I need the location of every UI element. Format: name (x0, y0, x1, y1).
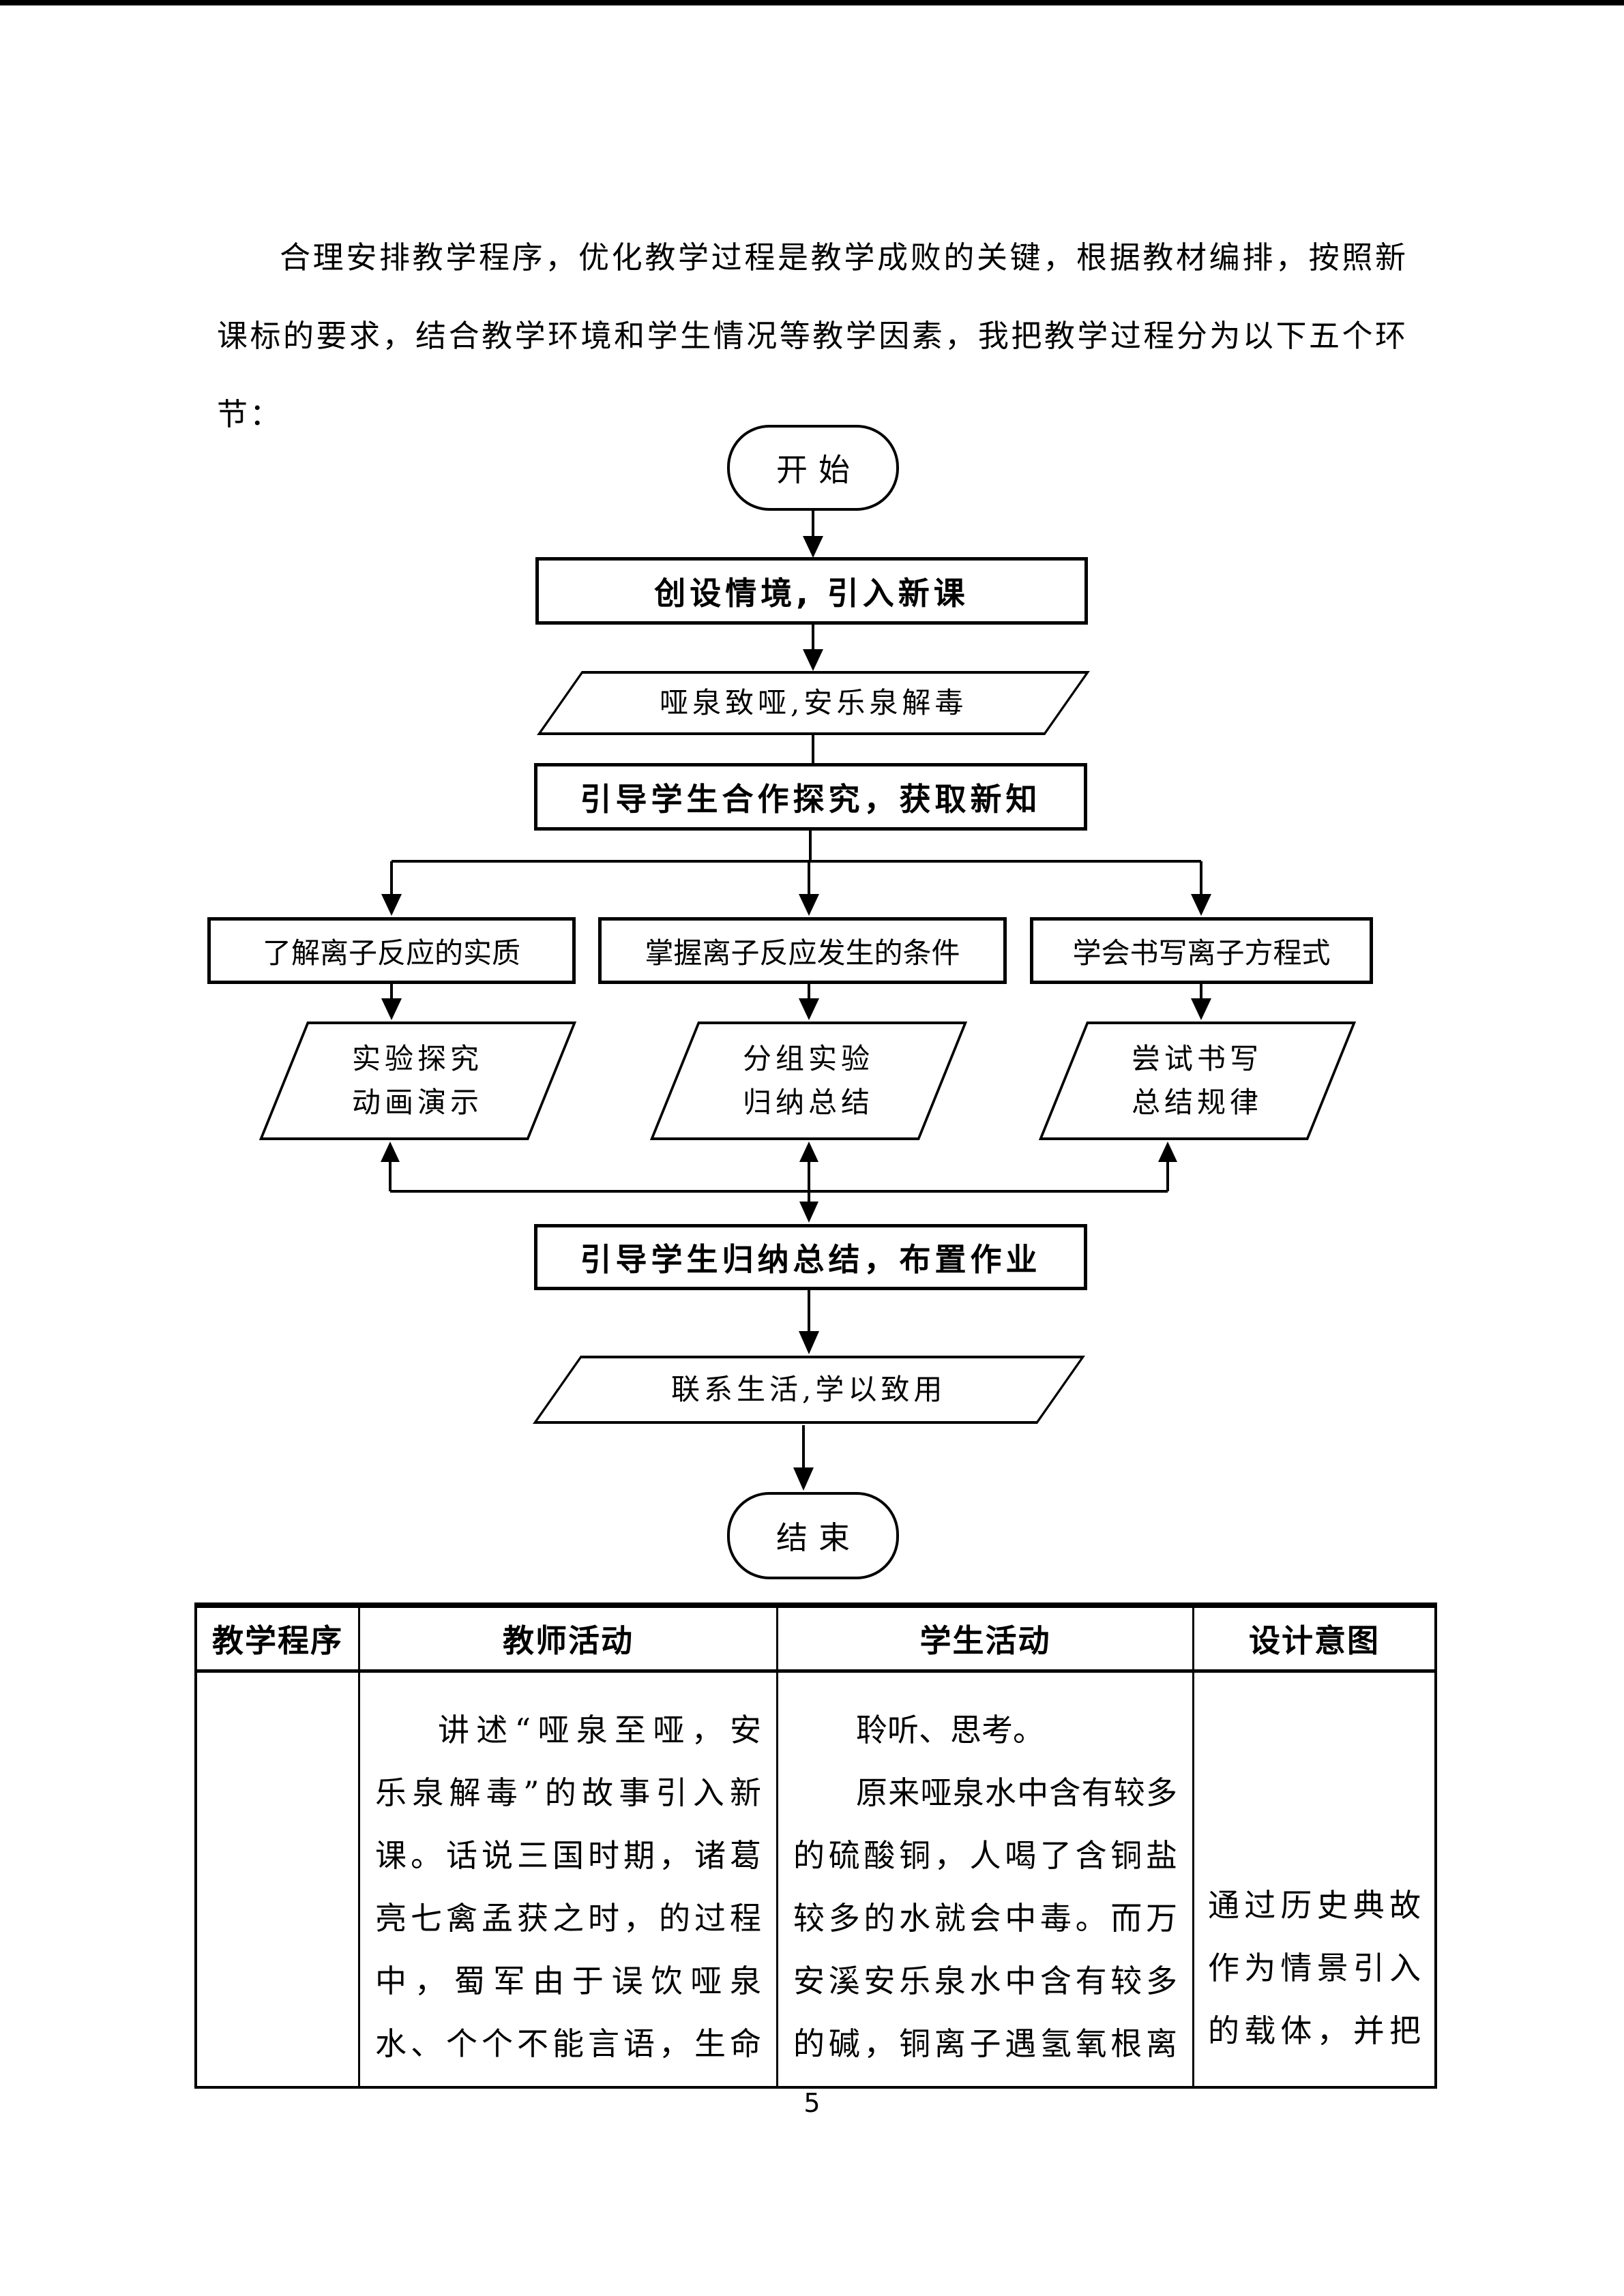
flow-node-step2-label: 引导学生合作探究，获取新知 (580, 780, 1042, 818)
text-line: 安溪安乐泉水中含有较多 (793, 1963, 1177, 1999)
text-line: 的硫酸铜，人喝了含铜盐 (793, 1837, 1177, 1874)
flow-node-start: 开始 (727, 425, 899, 511)
table-header-program: 教学程序 (197, 1608, 360, 1669)
intro-paragraph: 合理安排教学程序，优化教学过程是教学成败的关键，根据教材编排，按照新课标的要求，… (217, 218, 1408, 453)
flow-node-branch-right-label: 学会书写离子方程式 (1072, 936, 1331, 970)
flow-node-io-left-label: 实验探究 动画演示 (352, 1042, 484, 1119)
text-line: 讲述“哑泉至哑，安 (438, 1712, 761, 1748)
table-cell-teacher-activity: 讲述“哑泉至哑，安乐泉解毒”的故事引入新课。话说三国时期，诸葛亮七禽孟获之时，的… (360, 1673, 778, 2086)
flow-node-step1-label: 创设情境, 引入新课 (654, 574, 969, 612)
text-line: 课。话说三国时期，诸葛 (375, 1837, 761, 1874)
flow-node-io-right: 尝试书写 总结规律 (1038, 1022, 1357, 1140)
flow-node-end: 结束 (727, 1492, 899, 1579)
table-body-row: 讲述“哑泉至哑，安乐泉解毒”的故事引入新课。话说三国时期，诸葛亮七禽孟获之时，的… (197, 1673, 1434, 2086)
table-header-teacher-activity: 教师活动 (360, 1608, 778, 1669)
flow-node-branch-mid: 掌握离子反应发生的条件 (598, 917, 1007, 984)
text-line: 水、个个不能言语，生命 (375, 2025, 761, 2062)
flow-node-step1: 创设情境, 引入新课 (535, 557, 1088, 625)
table-cell-student-activity: 聆听、思考。原来哑泉水中含有较多的硫酸铜，人喝了含铜盐较多的水就会中毒。而万安溪… (778, 1673, 1194, 2086)
table-header-row: 教学程序 教师活动 学生活动 设计意图 (197, 1608, 1434, 1673)
flow-node-io1: 哑泉致哑,安乐泉解毒 (537, 671, 1090, 735)
text-line: 聆听、思考。 (856, 1712, 1044, 1748)
table-cell-design-intent: 通过历史典故作为情景引入的载体，并把 (1194, 1673, 1434, 2086)
text-line: 作为情景引入 (1208, 1950, 1421, 1986)
page-number: 5 (803, 2088, 821, 2118)
scan-edge-bar (0, 0, 1624, 5)
table-header-student-activity: 学生活动 (778, 1608, 1194, 1669)
text-line: 通过历史典故 (1208, 1887, 1421, 1924)
flow-node-io-left: 实验探究 动画演示 (259, 1022, 577, 1140)
text-line: 亮七禽孟获之时，的过程 (375, 1900, 761, 1937)
text-line: 的载体，并把 (1208, 2012, 1421, 2049)
flow-node-start-label: 开始 (776, 451, 861, 488)
flow-node-branch-left: 了解离子反应的实质 (207, 917, 576, 984)
flow-node-end-label: 结束 (776, 1519, 861, 1556)
text-line: 乐泉解毒”的故事引入新 (375, 1774, 761, 1811)
flow-node-step3-label: 引导学生归纳总结，布置作业 (580, 1240, 1042, 1278)
text-line: 较多的水就会中毒。而万 (793, 1900, 1177, 1937)
text-line: 合理安排教学程序，优化教学过程是教学成败的关键，根据教材编排，按照新 (280, 239, 1408, 275)
text-line: 节： (217, 396, 283, 432)
flow-node-branch-right: 学会书写离子方程式 (1030, 917, 1373, 984)
flow-node-io1-label: 哑泉致哑,安乐泉解毒 (659, 686, 968, 719)
text-line: 原来哑泉水中含有较多 (856, 1774, 1177, 1811)
flow-node-io-mid-label: 分组实验 归纳总结 (743, 1042, 874, 1119)
text-line: 中，蜀军由于误饮哑泉 (375, 1963, 761, 1999)
table-header-design-intent: 设计意图 (1249, 1622, 1380, 1659)
table-cell-program (197, 1673, 360, 2086)
flow-node-io2-label: 联系生活,学以致用 (671, 1373, 947, 1406)
flow-node-io-mid: 分组实验 归纳总结 (649, 1022, 968, 1140)
flow-node-io2: 联系生活,学以致用 (532, 1356, 1086, 1424)
flow-node-io-right-label: 尝试书写 总结规律 (1132, 1042, 1263, 1119)
text-line: 的碱，铜离子遇氢氧根离 (793, 2025, 1177, 2062)
flow-node-step2: 引导学生合作探究，获取新知 (534, 763, 1087, 831)
flow-node-branch-left-label: 了解离子反应的实质 (262, 936, 520, 970)
flow-node-step3: 引导学生归纳总结，布置作业 (534, 1224, 1087, 1290)
lesson-plan-table: 教学程序 教师活动 学生活动 设计意图 讲述“哑泉至哑，安乐泉解毒”的故事引入新… (194, 1602, 1437, 2089)
flow-node-branch-mid-label: 掌握离子反应发生的条件 (645, 936, 960, 970)
text-line: 课标的要求，结合教学环境和学生情况等教学因素，我把教学过程分为以下五个环 (217, 318, 1408, 354)
